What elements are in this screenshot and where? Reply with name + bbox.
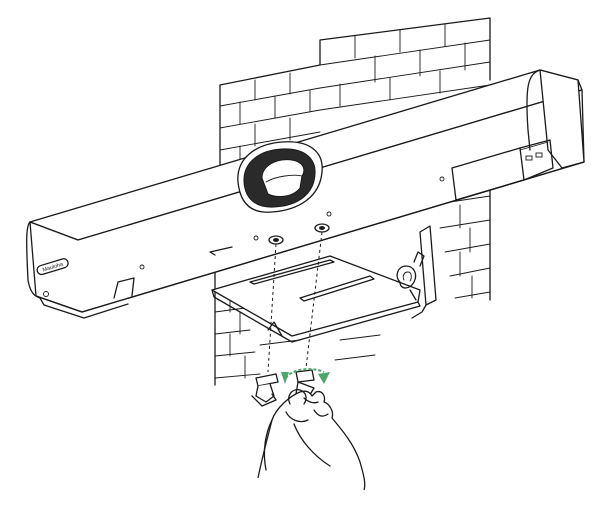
- brick-wall-lower: [214, 189, 491, 386]
- logo-badge: Mauloha: [36, 258, 69, 276]
- mount-holes: [268, 223, 330, 245]
- screw-left-icon: [251, 373, 279, 407]
- camera-lens-icon: [237, 141, 323, 213]
- alignment-lines: [267, 231, 323, 373]
- rotate-arrow-icon: [281, 368, 330, 384]
- mounting-bracket-icon: [211, 225, 437, 343]
- hand-icon: [257, 389, 366, 491]
